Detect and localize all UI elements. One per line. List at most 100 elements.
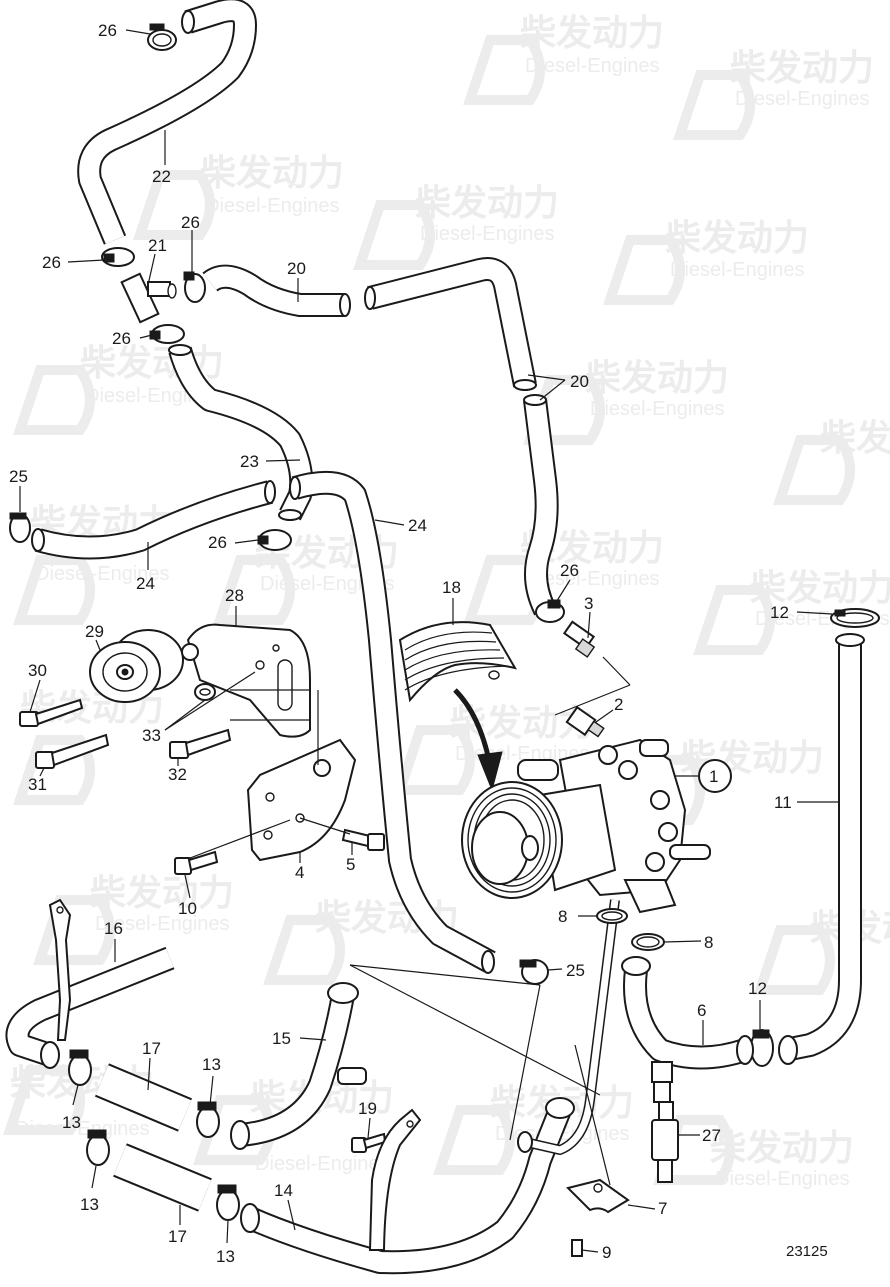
hose-24-left[interactable]	[34, 480, 273, 560]
hose-clamp-26[interactable]	[257, 529, 292, 551]
hose-20-right-upper[interactable]	[367, 257, 537, 388]
hose-clamp-13[interactable]	[68, 1049, 92, 1086]
o-ring-8-left[interactable]	[596, 908, 628, 924]
callout-26: 26	[560, 561, 579, 580]
watermark-logo-icon	[623, 755, 705, 825]
hose-17-upper[interactable]	[95, 1063, 192, 1132]
pipe-rod[interactable]	[523, 899, 620, 1155]
callout-6: 6	[697, 1001, 706, 1020]
nipple-2[interactable]	[565, 705, 605, 738]
hose-clamp-26[interactable]	[149, 324, 185, 344]
bracket-28[interactable]	[181, 623, 311, 738]
hose-clamp-25[interactable]	[519, 959, 549, 985]
hose-20-right-lower[interactable]	[523, 398, 559, 616]
screw-9[interactable]	[571, 1239, 583, 1257]
callout-24: 24	[136, 574, 155, 593]
watermark-logo-icon	[693, 585, 775, 655]
hose-15-stub[interactable]	[337, 1067, 367, 1085]
callout-8: 8	[704, 933, 713, 952]
hoses-layer	[5, 0, 862, 1275]
watermark-brand-en: Diesel-Engines	[15, 1118, 150, 1140]
idler-pulley-29[interactable]	[89, 629, 184, 703]
hose-6[interactable]	[623, 968, 749, 1070]
callout-28: 28	[225, 586, 244, 605]
callout-26: 26	[208, 533, 227, 552]
tee-fitting-21[interactable]	[120, 272, 177, 324]
hose-14[interactable]	[245, 1105, 572, 1275]
belt-18[interactable]	[398, 621, 518, 703]
hose-17-lower[interactable]	[113, 1143, 212, 1212]
callout-23: 23	[240, 452, 259, 471]
bolt-32[interactable]	[169, 728, 232, 759]
hose-clamp-25[interactable]	[9, 512, 31, 543]
hose-24-right[interactable]	[291, 470, 496, 973]
hose-clamp-26[interactable]	[101, 247, 135, 267]
callout-33: 33	[142, 726, 161, 745]
callout-25: 25	[9, 467, 28, 486]
hose-16[interactable]	[5, 946, 175, 1067]
bolt-30[interactable]	[19, 698, 84, 727]
watermark-brand-en: Diesel-Engines	[255, 1153, 390, 1175]
hose-end-cuffs	[31, 10, 865, 1233]
callout-14: 14	[274, 1181, 293, 1200]
hose-23[interactable]	[168, 346, 314, 521]
bolt-5[interactable]	[341, 828, 385, 851]
watermark-logo-icon	[433, 1105, 515, 1175]
callout-24: 24	[408, 516, 427, 535]
watermark-brand-en: Diesel-Engines	[95, 913, 230, 935]
fitting-27[interactable]	[651, 1077, 679, 1183]
watermark-logo-icon	[773, 435, 855, 505]
watermark-brand-en: Diesel-Engines	[735, 88, 870, 110]
bracket-7[interactable]	[566, 1178, 630, 1214]
callout-15: 15	[272, 1029, 291, 1048]
drawing-number: 23125	[786, 1243, 828, 1260]
watermark-brand-en: Diesel-Engines	[590, 398, 725, 420]
washer-33[interactable]	[194, 683, 216, 701]
o-ring-8-right[interactable]	[631, 933, 665, 951]
hose-clamp-12-top[interactable]	[830, 608, 880, 628]
water-pump-1[interactable]	[461, 738, 711, 914]
callout-17: 17	[142, 1039, 161, 1058]
callout-20: 20	[287, 259, 306, 278]
bolt-31[interactable]	[35, 733, 110, 769]
hose-22[interactable]	[77, 0, 257, 245]
callout-10: 10	[178, 899, 197, 918]
hose-6-tee[interactable]	[651, 1061, 673, 1083]
hose-20-left[interactable]	[202, 264, 345, 317]
hose-clamp-26[interactable]	[535, 599, 565, 623]
watermark-logo-icon	[673, 70, 755, 140]
hose-clamp-13[interactable]	[216, 1184, 240, 1221]
callout-26: 26	[112, 329, 131, 348]
support-strap-16[interactable]	[48, 898, 72, 1041]
bracket-4[interactable]	[246, 738, 357, 862]
callout-12: 12	[748, 979, 767, 998]
watermark-brand-cn: 柴发动力	[710, 1128, 854, 1169]
hose-15[interactable]	[238, 992, 355, 1147]
callout-26: 26	[42, 253, 61, 272]
bolt-10[interactable]	[174, 850, 219, 875]
callout-27: 27	[702, 1126, 721, 1145]
hose-clamp-12[interactable]	[750, 1029, 774, 1067]
watermark-logo-icon	[603, 235, 685, 305]
callout-5: 5	[346, 855, 355, 874]
watermark-logo-icon	[463, 35, 545, 105]
callout-26: 26	[181, 213, 200, 232]
hose-clamp-13[interactable]	[86, 1129, 110, 1166]
watermark-brand-cn: 柴发动力	[90, 873, 234, 914]
watermark-brand-cn: 柴发动力	[585, 358, 729, 399]
callout-4: 4	[295, 863, 304, 882]
support-strap-14[interactable]	[368, 1108, 422, 1251]
bolt-19[interactable]	[351, 1132, 387, 1153]
watermark-brand-en: Diesel-Engines	[525, 55, 660, 77]
callout-20: 20	[570, 372, 589, 391]
watermark-brand-cn: 柴发动力	[750, 568, 890, 609]
callout-17: 17	[168, 1227, 187, 1246]
hose-clamp-13[interactable]	[196, 1101, 220, 1138]
callout-16: 16	[104, 919, 123, 938]
hose-clamp-26[interactable]	[183, 271, 206, 303]
hose-clamp-26-top[interactable]	[147, 23, 177, 51]
leader-lines	[19, 29, 840, 1253]
nipple-3[interactable]	[562, 620, 596, 658]
hose-11[interactable]	[782, 640, 862, 1062]
callout-13: 13	[62, 1113, 81, 1132]
